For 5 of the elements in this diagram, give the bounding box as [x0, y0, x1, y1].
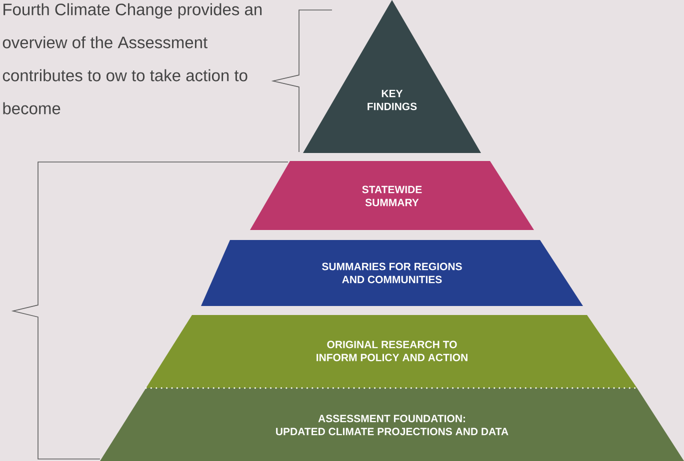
- pyramid-layer: SUMMARIES FOR REGIONS AND COMMUNITIES: [201, 240, 583, 306]
- intro-text: Fourth Climate Change provides an overview of the Assessment contributes to ow to take action to become: [2, 3, 262, 114]
- pyramid-layer: KEY FINDINGS: [303, 0, 481, 153]
- pyramid-layer: ASSESSMENT FOUNDATION: UPDATED CLIMATE PROJECTIONS AND DATA: [100, 388, 684, 461]
- pyramid-layer: STATEWIDE SUMMARY: [250, 161, 534, 230]
